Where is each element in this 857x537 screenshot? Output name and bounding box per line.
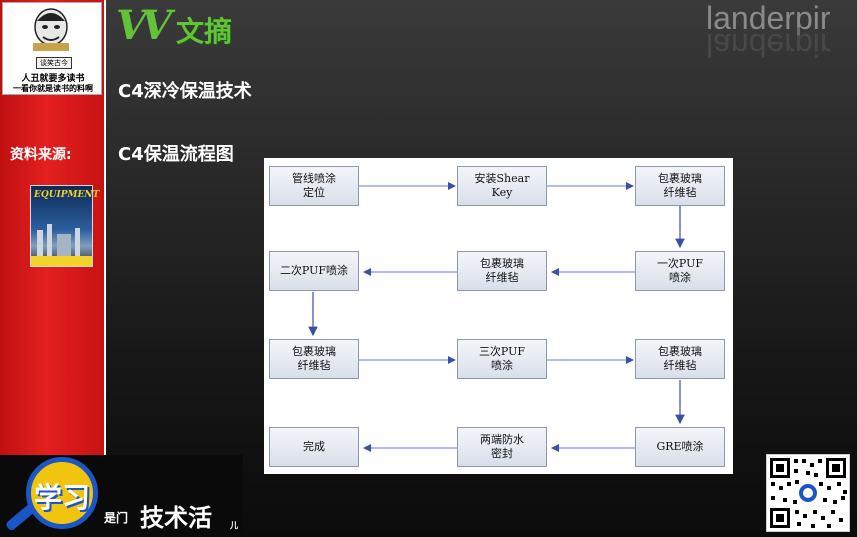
page-title: C4深冷保温技术	[118, 81, 252, 102]
flow-node-6: 二次PUF喷涂	[269, 251, 359, 291]
flow-node-1: 管线喷涂 定位	[269, 166, 359, 206]
sidebar: 谈笑古今 人丑就要多读书 一看你就是读书的料啊 资料来源: EQUIPMENT	[0, 0, 106, 455]
meme-face-icon	[33, 8, 69, 51]
flow-node-11: 两端防水 密封	[457, 427, 547, 467]
flow-node-3: 包裹玻璃 纤维毡	[635, 166, 725, 206]
magazine-title: EQUIPMENT	[34, 190, 100, 200]
qr-pattern	[770, 458, 847, 528]
badge-main-text: 学习	[34, 481, 91, 514]
magazine-cover: EQUIPMENT	[30, 185, 100, 267]
flowchart-arrows	[308, 182, 685, 452]
section-title: C4保温流程图	[118, 144, 234, 165]
badge-suffix: 儿	[230, 521, 238, 530]
avatar-sign: 谈笑古今	[36, 57, 72, 69]
magnifier-icon	[26, 457, 98, 529]
flow-node-4: 一次PUF 喷涂	[635, 251, 725, 291]
flow-node-7: 包裹玻璃 纤维毡	[269, 339, 359, 379]
flow-node-2: 安装Shear Key	[457, 166, 547, 206]
factory-image-icon	[37, 224, 80, 256]
qr-code-icon	[766, 454, 850, 532]
logo-mark: VV	[116, 2, 172, 49]
flow-node-9: 包裹玻璃 纤维毡	[635, 339, 725, 379]
avatar: 谈笑古今 人丑就要多读书 一看你就是读书的料啊	[2, 2, 102, 95]
flow-node-8: 三次PUF 喷涂	[457, 339, 547, 379]
flow-node-10: GRE喷涂	[635, 427, 725, 467]
watermark-reflection: landerpir	[706, 27, 831, 63]
flowchart-panel: 管线喷涂 定位 安装Shear Key 包裹玻璃 纤维毡 一次PUF 喷涂 包裹…	[264, 158, 733, 474]
avatar-caption-line1: 人丑就要多读书	[21, 74, 85, 84]
badge-strong-text: 技术活	[140, 504, 212, 532]
badge-prefix: 是门	[104, 511, 129, 525]
source-label: 资料来源:	[10, 147, 72, 163]
avatar-caption-line2: 一看你就是读书的料啊	[13, 84, 93, 93]
watermark: landerpir	[706, 0, 831, 36]
flow-node-5: 包裹玻璃 纤维毡	[457, 251, 547, 291]
magazine-bar	[31, 256, 92, 266]
flow-node-12: 完成	[269, 427, 359, 467]
logo-text: 文摘	[176, 15, 233, 48]
